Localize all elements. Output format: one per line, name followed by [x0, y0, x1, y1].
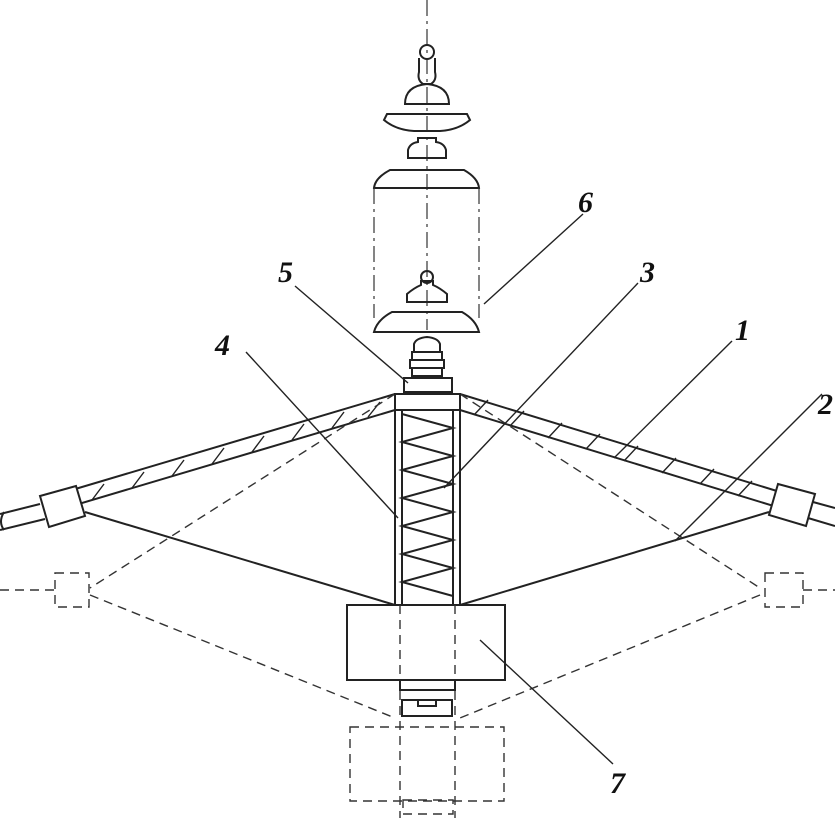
callout-6: 6 [578, 186, 593, 219]
leader-6 [483, 213, 584, 305]
cap-lower [406, 280, 448, 303]
leader-3 [443, 282, 639, 489]
right-tie-rod [459, 511, 770, 606]
lower-eye [420, 270, 434, 284]
callout-3: 3 [639, 256, 655, 289]
left-tie-rod [84, 511, 396, 606]
column-tube [394, 409, 461, 607]
callout-2: 2 [817, 388, 833, 421]
left-arm-hatching [91, 401, 381, 501]
bolt-collar-3 [411, 367, 443, 377]
bolt-collar-1 [411, 351, 443, 361]
compression-spring [398, 413, 457, 597]
housing-foot-slot [417, 699, 437, 707]
callout-7: 7 [610, 767, 626, 800]
right-line-bottom [807, 517, 835, 527]
leader-1 [613, 340, 733, 459]
leader-lines [245, 213, 823, 765]
leader-4 [245, 351, 399, 519]
right-arm-hatching [473, 399, 753, 497]
housing-foot [401, 699, 453, 717]
left-arm-edge-top [44, 393, 396, 499]
right-end-fitting [767, 482, 817, 528]
right-line-top [812, 501, 835, 509]
bolt-head [413, 335, 441, 353]
column-head [394, 393, 461, 411]
callout-4: 4 [214, 329, 230, 362]
left-line-top [0, 503, 41, 515]
left-line-bottom [0, 518, 46, 531]
leader-2 [674, 393, 823, 542]
cap-upper [403, 82, 451, 105]
upper-arms [0, 393, 835, 531]
housing-block [346, 604, 506, 681]
left-line-break [0, 511, 5, 531]
dash-right-lower [459, 594, 761, 719]
bolt-collar-2 [409, 359, 445, 369]
dash-left-upper [89, 393, 396, 589]
dash-left-lower [89, 594, 396, 719]
leader-7 [479, 639, 614, 765]
shed-lower [372, 311, 481, 333]
dash-right-fitting [764, 572, 804, 608]
top-eye [419, 44, 435, 60]
lower-housing [346, 604, 506, 717]
column-assembly [394, 393, 461, 607]
dash-lower-body [349, 726, 505, 802]
left-end-fitting [38, 484, 87, 529]
left-arm-edge-bottom [44, 409, 396, 515]
insulator-string [372, 44, 481, 333]
callout-5: 5 [278, 256, 293, 289]
dash-lower-stub [402, 799, 454, 815]
nut [403, 377, 453, 393]
shed-upper [382, 113, 472, 132]
bolt-assembly [403, 335, 453, 393]
callout-1: 1 [735, 314, 750, 347]
dash-left-fitting [54, 572, 90, 608]
leader-5 [294, 285, 409, 384]
cap-middle [407, 137, 447, 159]
right-arm-edge-top [459, 393, 791, 496]
housing-stem [399, 679, 456, 691]
